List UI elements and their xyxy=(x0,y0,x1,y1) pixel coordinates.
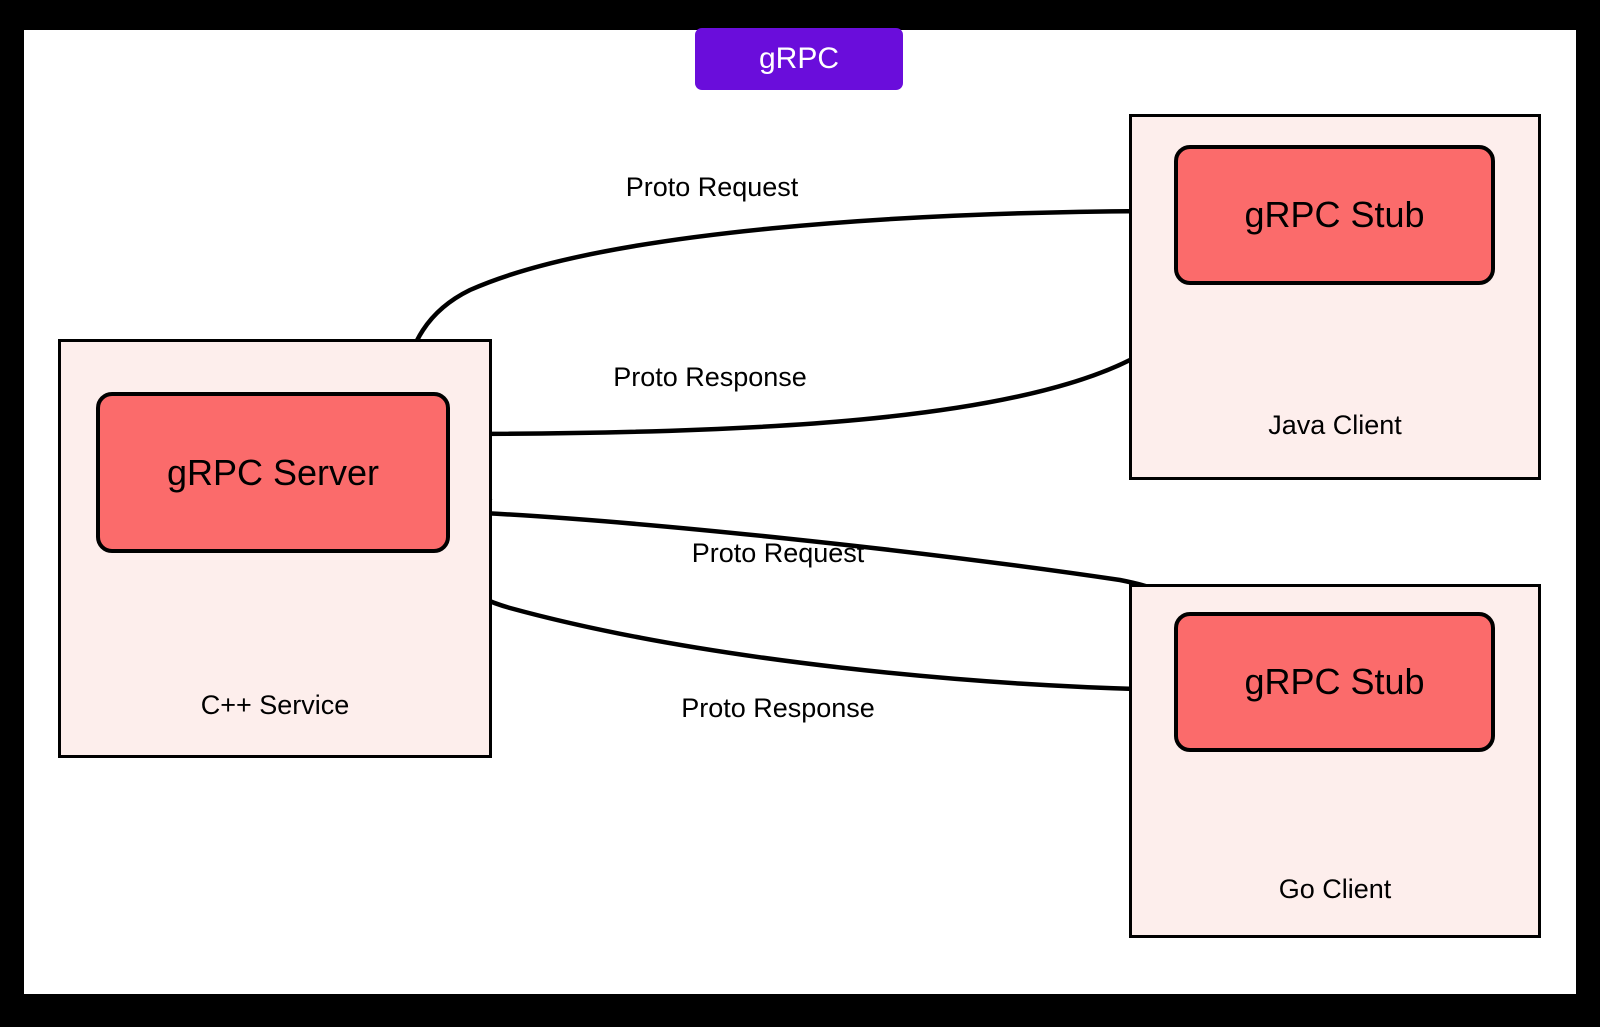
container-label-cpp-service: C++ Service xyxy=(200,690,350,720)
edge-label-go-request: Proto Request xyxy=(691,538,865,568)
edge-java-response xyxy=(449,289,1208,437)
node-label-grpc-stub-go: gRPC Stub xyxy=(1244,661,1425,702)
edge-label-java-request: Proto Request xyxy=(625,172,799,202)
container-label-java-client: Java Client xyxy=(1268,410,1402,440)
edge-java-request xyxy=(396,208,1203,375)
diagram-title-text: gRPC xyxy=(758,42,840,75)
node-grpc-stub-go[interactable]: gRPC Stub xyxy=(1174,612,1495,752)
diagram-title-badge[interactable]: gRPC xyxy=(695,28,903,90)
container-label-go-client: Go Client xyxy=(1278,874,1392,904)
node-label-grpc-server: gRPC Server xyxy=(166,451,380,493)
node-label-grpc-stub-java: gRPC Stub xyxy=(1244,194,1425,235)
node-grpc-stub-java[interactable]: gRPC Stub xyxy=(1174,145,1495,285)
edge-label-java-response: Proto Response xyxy=(613,362,807,392)
node-grpc-server[interactable]: gRPC Server xyxy=(96,392,450,553)
edge-label-go-response: Proto Response xyxy=(681,693,875,723)
